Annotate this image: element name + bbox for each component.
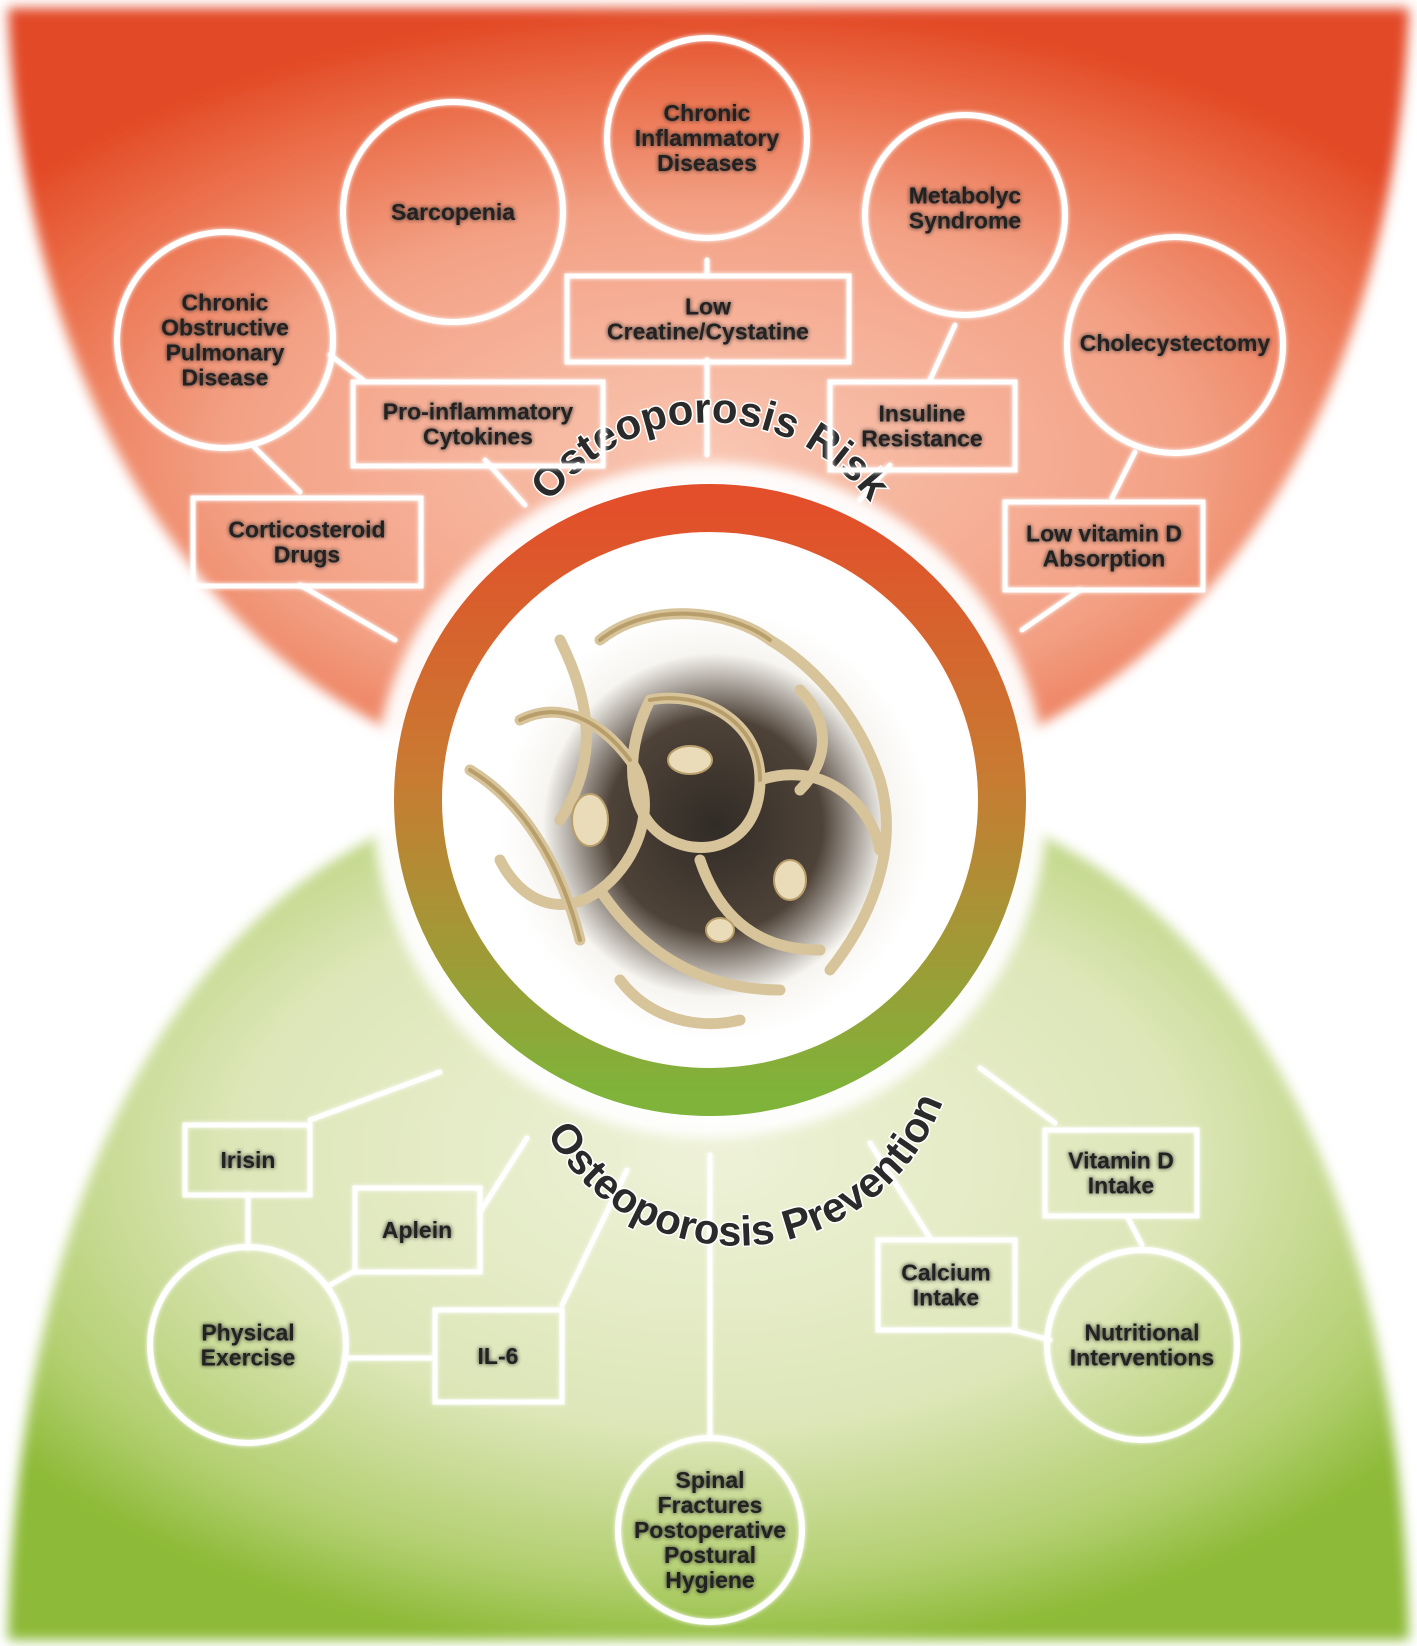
node-label-line: Cytokines: [423, 424, 533, 450]
node-label-line: Creatine/Cystatine: [607, 319, 809, 345]
node-label: Cholecystectomy: [1080, 330, 1271, 356]
node-label-line: Vitamin D: [1068, 1148, 1174, 1174]
node-label-line: Exercise: [201, 1345, 296, 1371]
prevention-box-irisin: Irisin: [182, 1122, 313, 1198]
node-label-line: Syndrome: [909, 208, 1021, 234]
node-label-line: Aplein: [382, 1217, 452, 1243]
node-label-line: Intake: [913, 1285, 979, 1311]
center-hub: Osteoporosis Risk Osteoporosis Preventio…: [372, 383, 1048, 1256]
center-ring: [394, 484, 1026, 1116]
node-label-line: Postoperative: [634, 1517, 786, 1543]
node-label-line: Drugs: [274, 542, 340, 568]
prevention-box-il6: IL-6: [432, 1307, 565, 1405]
node-label-line: Cholecystectomy: [1080, 330, 1271, 356]
node-label-line: Low vitamin D: [1026, 521, 1182, 547]
trabecular-bone-illustration: [464, 608, 930, 1040]
node-label-line: Obstructive: [161, 315, 289, 341]
node-label-line: Physical: [201, 1320, 294, 1346]
node-label-line: Chronic: [664, 100, 751, 126]
prevention-connectors: [245, 1065, 1145, 1441]
node-label-line: Spinal: [675, 1467, 744, 1493]
node-label: Aplein: [382, 1217, 452, 1243]
node-label-line: Irisin: [221, 1147, 276, 1173]
node-label-line: Intake: [1088, 1173, 1154, 1199]
node-label-line: Low: [685, 294, 731, 320]
node-label-line: IL-6: [478, 1343, 519, 1369]
node-label: Sarcopenia: [391, 199, 515, 225]
node-label: Irisin: [221, 1147, 276, 1173]
node-label-line: Disease: [182, 365, 269, 391]
node-label: IL-6: [478, 1343, 519, 1369]
node-label-line: Resistance: [861, 426, 982, 452]
risk-connectors: [252, 257, 1138, 643]
node-label-line: Fractures: [658, 1492, 763, 1518]
prevention-box-aplein: Aplein: [352, 1185, 483, 1275]
node-label-line: Calcium: [901, 1260, 990, 1286]
risk-node-sarcopenia: Sarcopenia: [340, 99, 566, 325]
node-label-line: Pulmonary: [166, 340, 285, 366]
node-label-line: Nutritional: [1085, 1320, 1200, 1346]
node-label-line: Interventions: [1070, 1345, 1214, 1371]
node-label-line: Sarcopenia: [391, 199, 515, 225]
node-label-line: Inflammatory: [635, 125, 780, 151]
node-label-line: Chronic: [182, 290, 269, 316]
node-label-line: Postural: [664, 1542, 756, 1568]
node-label-line: Pro-inflammatory: [383, 399, 574, 425]
node-label-line: Metabolyc: [909, 183, 1022, 209]
node-label-line: Corticosteroid: [228, 517, 385, 543]
node-label-line: Hygiene: [665, 1567, 754, 1593]
risk-node-cholecystectomy: Cholecystectomy: [1064, 234, 1286, 456]
node-label-line: Absorption: [1043, 546, 1166, 572]
node-label-line: Insuline: [879, 401, 966, 427]
node-label-line: Diseases: [657, 150, 757, 176]
